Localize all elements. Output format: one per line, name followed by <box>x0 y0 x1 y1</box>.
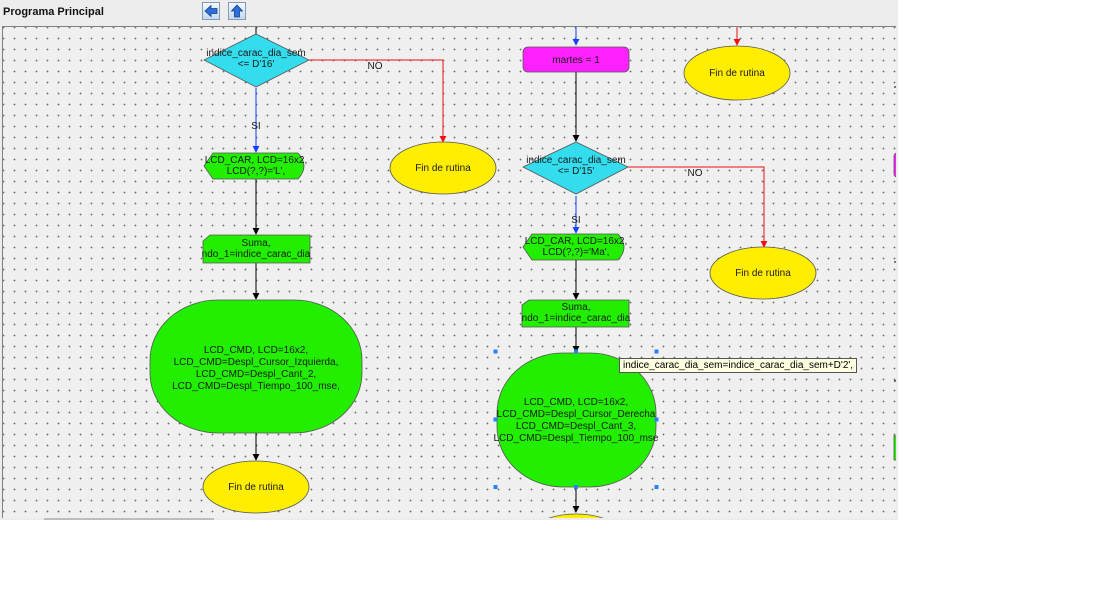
suma-right[interactable] <box>521 299 630 328</box>
lcd-cmd-right-text: LCD_CMD, LCD=16x2,LCD_CMD=Despl_Cursor_D… <box>494 397 659 444</box>
lcd-car-left-text: LCD_CAR, LCD=16x2,LCD(?,?)='L', <box>205 155 308 177</box>
edge-label-no-right: NO <box>688 168 703 179</box>
lcd-car-right-line-2: LCD(?,?)='Ma', <box>543 247 610 258</box>
martes-assign[interactable] <box>522 46 630 73</box>
lcd-car-left[interactable] <box>203 152 305 180</box>
lcd-cmd-left-line-1: LCD_CMD, LCD=16x2, <box>204 345 308 356</box>
horizontal-scrollbar[interactable] <box>44 518 214 520</box>
offscreen-process-partial <box>893 435 896 461</box>
lcd-cmd-right-line-2: LCD_CMD=Despl_Cursor_Derecha <box>497 409 656 420</box>
lcd-cmd-right[interactable] <box>496 352 657 488</box>
end-top-right[interactable] <box>683 45 791 101</box>
window-title: Programa Principal <box>3 6 104 18</box>
end-left-bottom-line-1: Fin de rutina <box>228 482 284 493</box>
lcd-cmd-left-line-2: LCD_CMD=Despl_Cursor_Izquierda, <box>174 357 339 368</box>
end-left-no-line-1: Fin de rutina <box>415 163 471 174</box>
martes-assign-line-1: martes = 1 <box>552 55 600 66</box>
suma-right-line-1: Suma, <box>562 302 591 313</box>
end-top-right-text: Fin de rutina <box>709 68 765 79</box>
end-left-no[interactable] <box>389 141 497 195</box>
lcd-cmd-right-line-1: LCD_CMD, LCD=16x2, <box>524 397 628 408</box>
up-arrow-icon[interactable] <box>228 2 246 20</box>
edge-label-yes-left: SI <box>251 121 260 132</box>
decision-left[interactable] <box>203 33 310 88</box>
edge-no-left <box>309 59 447 143</box>
suma-right-text: Suma,ndo_1=indice_carac_dia <box>522 302 631 324</box>
suma-left[interactable] <box>202 234 311 264</box>
lcd-car-left-line-2: LCD(?,?)='L', <box>227 166 286 177</box>
martes-assign-text: martes = 1 <box>552 55 600 66</box>
lcd-car-right-line-1: LCD_CAR, LCD=16x2, <box>525 236 628 247</box>
end-left-bottom[interactable] <box>202 460 310 514</box>
lcd-car-right-text: LCD_CAR, LCD=16x2,LCD(?,?)='Ma', <box>525 236 628 258</box>
decision-left-line-2: <= D'16' <box>238 59 275 70</box>
lcd-cmd-left-line-3: LCD_CMD=Despl_Cant_2, <box>196 369 316 380</box>
lcd-cmd-right-line-3: LCD_CMD=Despl_Cant_3, <box>516 421 636 432</box>
title-bar: Programa Principal <box>0 0 898 25</box>
end-top-right-line-1: Fin de rutina <box>709 68 765 79</box>
lcd-cmd-right-line-4: LCD_CMD=Despl_Tiempo_100_mse <box>494 433 659 444</box>
edge-label-no-left: NO <box>368 61 383 72</box>
lcd-car-right[interactable] <box>522 233 625 261</box>
lcd-cmd-left[interactable] <box>149 299 363 434</box>
decision-right-line-1: indice_carac_dia_sem <box>526 155 626 166</box>
decision-left-text: indice_carac_dia_sem<= D'16' <box>206 48 306 70</box>
lcd-cmd-left-line-4: LCD_CMD=Despl_Tiempo_100_mse, <box>172 381 340 392</box>
decision-right-line-2: <= D'15' <box>558 166 595 177</box>
end-right-no-text: Fin de rutina <box>735 268 791 279</box>
decision-left-line-1: indice_carac_dia_sem <box>206 48 306 59</box>
suma-left-line-2: ndo_1=indice_carac_dia <box>202 249 311 260</box>
back-arrow-icon[interactable] <box>202 2 220 20</box>
node-tooltip: indice_carac_dia_sem=indice_carac_dia_se… <box>619 358 858 373</box>
end-right-no-line-1: Fin de rutina <box>735 268 791 279</box>
edge-no-right <box>628 166 768 248</box>
program-window: Programa Principal <box>0 0 898 520</box>
end-right-no[interactable] <box>709 246 817 300</box>
lcd-cmd-left-text: LCD_CMD, LCD=16x2,LCD_CMD=Despl_Cursor_I… <box>172 345 340 392</box>
lcd-car-left-line-1: LCD_CAR, LCD=16x2, <box>205 155 308 166</box>
next-terminal-partial <box>548 513 604 518</box>
end-left-bottom-text: Fin de rutina <box>228 482 284 493</box>
suma-left-text: Suma,ndo_1=indice_carac_dia <box>202 238 311 260</box>
diagram-canvas[interactable]: NO SI NO SI indice_carac_dia_sem<= D'16'… <box>2 26 896 518</box>
offscreen-assign-partial <box>893 152 896 178</box>
selection-handles <box>493 349 659 489</box>
edge-label-yes-right: SI <box>571 215 580 226</box>
decision-right[interactable] <box>522 141 629 195</box>
suma-right-line-2: ndo_1=indice_carac_dia <box>522 313 631 324</box>
decision-right-text: indice_carac_dia_sem<= D'15' <box>526 155 626 177</box>
end-left-no-text: Fin de rutina <box>415 163 471 174</box>
suma-left-line-1: Suma, <box>242 238 271 249</box>
